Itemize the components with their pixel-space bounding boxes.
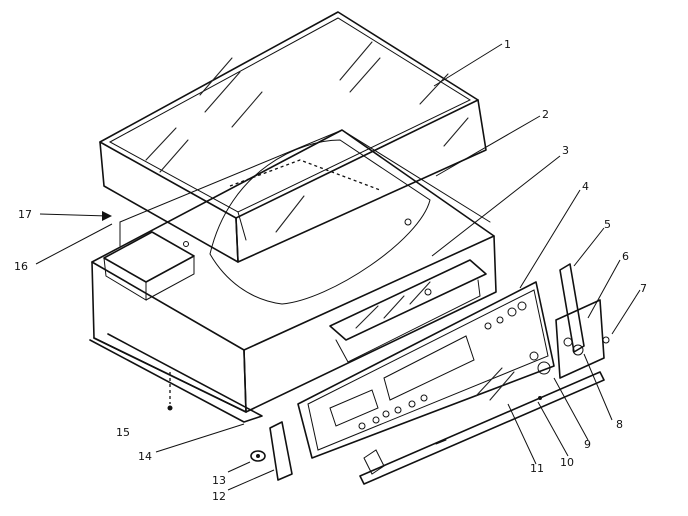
- callout-2: 2: [542, 108, 549, 121]
- left-end-piece: [250, 421, 293, 481]
- base-plate: [89, 333, 263, 423]
- callout-9: 9: [584, 438, 591, 451]
- dust-cover: [99, 11, 487, 263]
- lower-trim-strip: [359, 371, 605, 485]
- callout-13: 13: [212, 474, 226, 487]
- callout-3: 3: [562, 144, 569, 157]
- callout-17: 17: [18, 208, 32, 221]
- side-trim: [555, 263, 610, 379]
- callout-1: 1: [504, 38, 511, 51]
- callout-14: 14: [138, 450, 152, 463]
- callout-15: 15: [116, 426, 130, 439]
- inner-chassis: [329, 259, 487, 363]
- callout-8: 8: [616, 418, 623, 431]
- callout-labels: 1 2 3 4 5 6 7 8 9 10 11 12 13 14 15 16 1…: [14, 38, 647, 503]
- callout-12: 12: [212, 490, 226, 503]
- callout-16: 16: [14, 260, 28, 273]
- arrow-17: [39, 211, 112, 221]
- callout-5: 5: [604, 218, 611, 231]
- callout-4: 4: [582, 180, 589, 193]
- callout-10: 10: [560, 456, 574, 469]
- callout-7: 7: [640, 282, 647, 295]
- callout-11: 11: [530, 462, 544, 475]
- callout-6: 6: [622, 250, 629, 263]
- leader-lines: [35, 43, 641, 491]
- front-panel: [297, 281, 555, 459]
